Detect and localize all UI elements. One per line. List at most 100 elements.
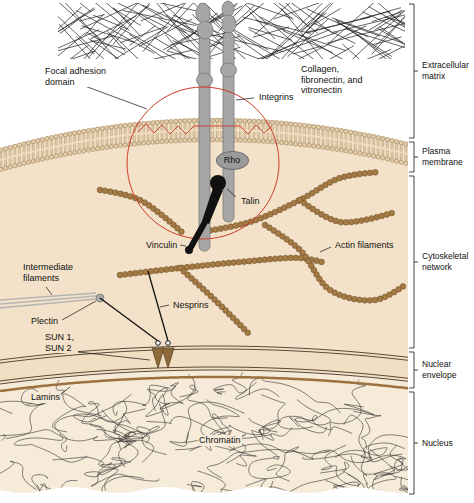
lipid-head — [188, 119, 192, 123]
lipid-tail — [281, 125, 283, 132]
sun-protein — [152, 348, 164, 368]
bracket — [409, 176, 418, 348]
actin-path — [265, 225, 405, 300]
actin-bead — [272, 256, 278, 262]
chromatin-strand — [221, 489, 254, 503]
lipid-tail — [124, 127, 126, 134]
lipid-head — [27, 141, 31, 145]
chromatin-strand — [97, 409, 146, 442]
collagen-fiber — [76, 10, 154, 53]
lipid-tail — [88, 141, 90, 148]
collagen-fiber — [371, 37, 401, 45]
lipid-tail — [189, 122, 191, 129]
actin-bead — [367, 297, 373, 303]
lipid-tail — [368, 137, 370, 144]
part-label: Actin filaments — [334, 240, 395, 251]
collagen-fiber — [113, 8, 140, 36]
lipid-head — [100, 146, 104, 150]
lipid-head — [303, 143, 307, 147]
chromatin-strand — [246, 479, 287, 497]
collagen-fiber — [59, 51, 96, 59]
lipid-head — [73, 150, 77, 154]
actin-bead — [226, 260, 232, 266]
lipid-tail — [350, 134, 352, 141]
collagen-fiber — [59, 24, 95, 59]
lipid-head — [178, 119, 182, 123]
chromatin — [0, 361, 408, 503]
lipid-head — [349, 130, 353, 134]
lipid-tail — [318, 138, 320, 145]
lipid-tail — [299, 127, 301, 134]
actin-bead — [127, 271, 133, 277]
lipid-head — [215, 118, 219, 122]
actin-bead — [236, 259, 242, 265]
part-label: Collagen, fibronectin, and vitronectin — [300, 64, 372, 96]
chromatin-strand — [155, 374, 195, 409]
lipid-tail — [115, 137, 117, 144]
lipid-head — [307, 124, 311, 128]
chromatin-strand — [207, 450, 329, 478]
lipid-tail — [290, 126, 292, 133]
actin-bead — [362, 297, 368, 303]
lipid-head — [367, 153, 371, 157]
lipid-head — [4, 166, 8, 170]
lipid-head — [293, 142, 297, 146]
lipid-tail — [382, 149, 384, 156]
lipid-head — [63, 152, 67, 156]
collagen-fiber — [58, 33, 86, 58]
lipid-head — [270, 140, 274, 144]
lipid-tail — [83, 133, 85, 140]
lipid-tail — [23, 146, 25, 153]
lipid-tail — [276, 133, 278, 140]
lipid-tail — [32, 152, 34, 159]
lipid-tail — [14, 157, 16, 164]
lipid-tail — [37, 151, 39, 158]
part-label: Vinculin — [145, 240, 178, 251]
chromatin-strand — [32, 475, 52, 499]
collagen-fiber — [61, 3, 122, 59]
chromatin-strand — [259, 395, 285, 435]
lipid-head — [211, 138, 215, 142]
leader-line — [82, 85, 147, 109]
lipid-head — [284, 121, 288, 125]
protein-ellipse: Rho — [216, 151, 249, 170]
lipid-tail — [101, 130, 103, 137]
lipid-tail — [276, 124, 278, 131]
chromatin-strand — [180, 482, 204, 495]
lipid-tail — [97, 131, 99, 138]
lipid-head — [353, 131, 357, 135]
region-label: Extracellular matrix — [421, 60, 474, 81]
chromatin-strand — [97, 432, 150, 476]
nesprin-line — [100, 298, 158, 341]
collagen-fiber — [249, 29, 305, 59]
lipid-tail — [161, 133, 163, 140]
actin-bead — [195, 263, 201, 269]
lipid-tail — [290, 135, 292, 142]
chromatin-strand — [40, 476, 144, 503]
lipid-head — [298, 142, 302, 146]
lipid-tail — [78, 134, 80, 141]
collagen-fiber — [271, 3, 331, 54]
lipid-tail — [327, 130, 329, 137]
chromatin-strand — [326, 449, 395, 503]
lipid-head — [188, 138, 192, 142]
actin-bead — [338, 219, 344, 225]
lipid-head — [54, 135, 58, 139]
collagen-fiber — [266, 3, 333, 59]
lipid-tail — [377, 139, 379, 146]
lipid-tail — [152, 134, 154, 141]
lipid-head — [59, 134, 63, 138]
lipid-head — [211, 118, 215, 122]
lipid-tail — [65, 137, 67, 144]
lipid-tail — [345, 142, 347, 149]
lipid-head — [275, 121, 279, 125]
lipid-tail — [83, 142, 85, 149]
region-brackets — [409, 4, 418, 494]
lipid-tail — [322, 139, 324, 146]
lipid-tail — [97, 140, 99, 147]
lipid-tail — [55, 138, 57, 145]
lipid-head — [119, 124, 123, 128]
lipid-tail — [221, 122, 223, 129]
lipid-head — [326, 126, 330, 130]
lipid-tail — [46, 140, 48, 147]
